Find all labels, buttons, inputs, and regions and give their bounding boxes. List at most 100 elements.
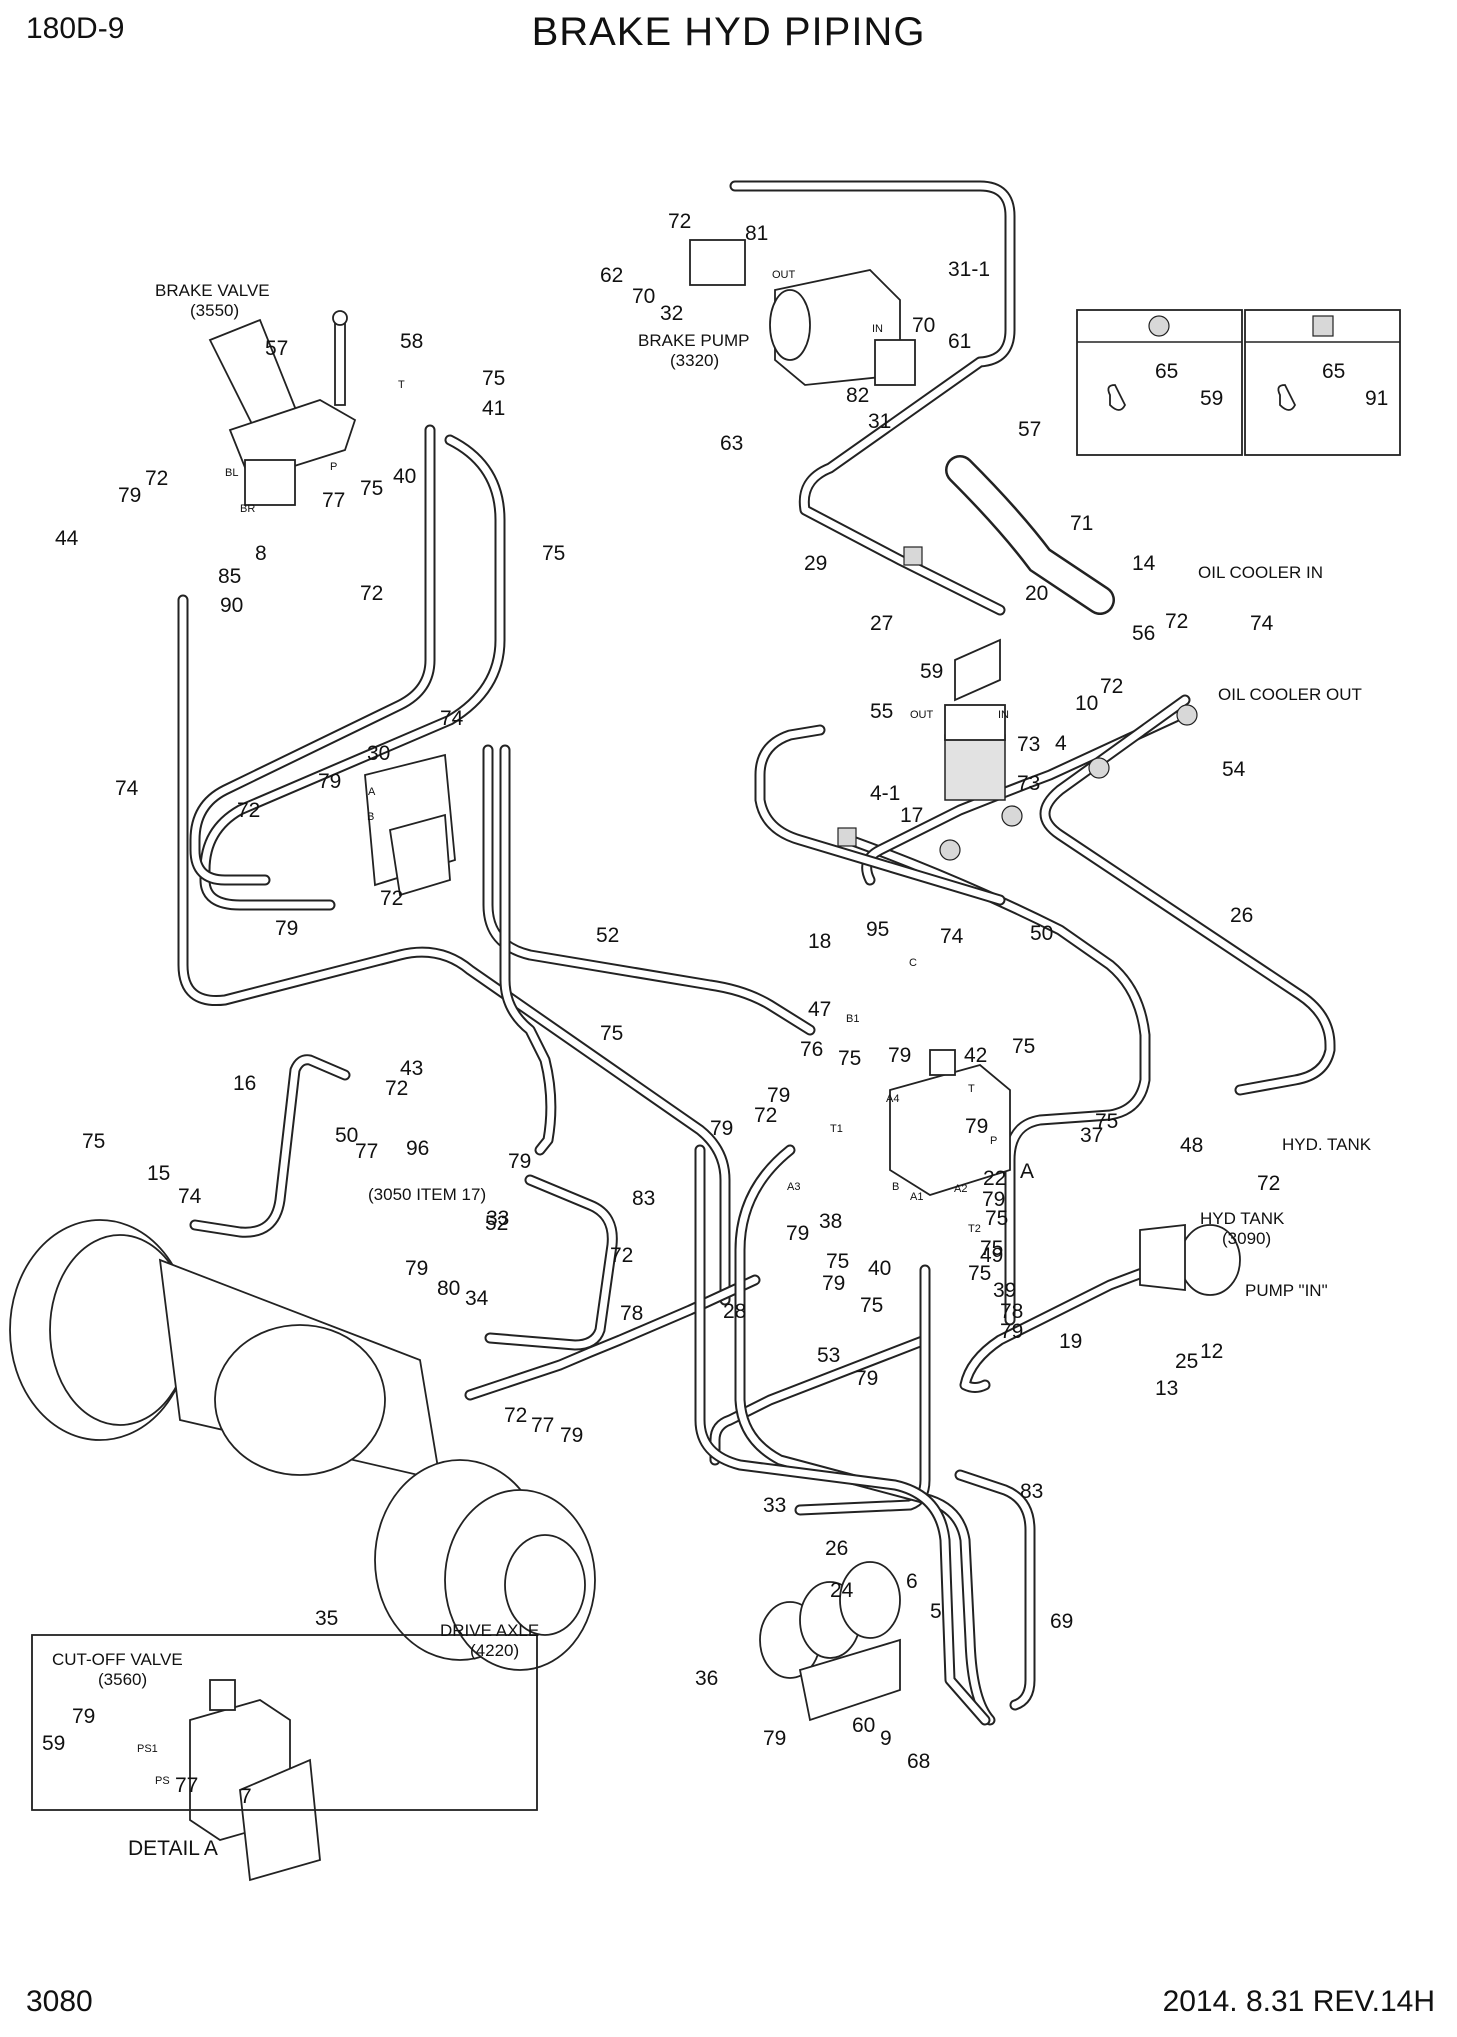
label-oil-cooler-in: OIL COOLER IN <box>1198 563 1323 582</box>
part-callout-72: 72 <box>668 210 691 233</box>
hatched-square-marker <box>1312 315 1334 337</box>
part-callout-15: 15 <box>147 1162 170 1185</box>
part-callout-79: 79 <box>72 1705 95 1728</box>
part-callout-73: 73 <box>1017 772 1040 795</box>
part-callout-70: 70 <box>632 285 655 308</box>
part-callout-57: 57 <box>265 337 288 360</box>
part-callout-40: 40 <box>393 465 416 488</box>
accumulator-bank <box>759 1561 901 1722</box>
part-callout-4-1: 4-1 <box>870 782 900 805</box>
part-callout-72: 72 <box>1257 1172 1280 1195</box>
label-oil-cooler-out: OIL COOLER OUT <box>1218 685 1362 704</box>
part-callout-13: 13 <box>1155 1377 1178 1400</box>
part-callout-79: 79 <box>710 1117 733 1140</box>
part-callout-74: 74 <box>440 707 464 730</box>
part-callout-50: 50 <box>1030 922 1053 945</box>
part-callout-59: 59 <box>42 1732 65 1755</box>
port-label: B1 <box>846 1013 859 1025</box>
part-callout-79: 79 <box>822 1272 845 1295</box>
port-label-group: OUT IN IN OUT T P BL BR A B B1 C A4 T T1… <box>137 269 1009 1787</box>
port-label: B <box>367 811 374 823</box>
port-label: IN <box>872 323 883 335</box>
port-label: P <box>330 461 337 473</box>
part-callout-27: 27 <box>870 612 893 635</box>
part-callout-69: 69 <box>1050 1610 1073 1633</box>
port-label: A3 <box>787 1181 800 1193</box>
part-callout-33: 33 <box>486 1207 509 1230</box>
manifold-plate <box>364 753 456 897</box>
part-callout-37: 37 <box>1080 1124 1103 1147</box>
drive-axle <box>9 1219 596 1671</box>
port-label: T <box>968 1083 975 1095</box>
part-callout-11: 11 <box>0 0 22 5</box>
port-label: B <box>892 1181 899 1193</box>
part-callout-17: 17 <box>900 804 923 827</box>
part-callout-33: 33 <box>763 1494 786 1517</box>
part-callout-75: 75 <box>1012 1035 1035 1058</box>
part-callout-79: 79 <box>888 1044 911 1067</box>
part-callout-28: 28 <box>723 1300 746 1323</box>
legend-part: 59 <box>1200 387 1223 410</box>
part-callout-72: 72 <box>360 582 383 605</box>
label-brake-pump: BRAKE PUMP <box>638 331 749 350</box>
dotted-circle-marker <box>1148 315 1170 337</box>
part-callout-39: 39 <box>993 1279 1016 1302</box>
part-callout-29: 29 <box>804 552 827 575</box>
brake-pump <box>689 239 916 386</box>
part-callout-12: 12 <box>1200 1340 1223 1363</box>
port-label: C <box>909 957 917 969</box>
part-callout-72: 72 <box>1165 610 1188 633</box>
part-callout-79: 79 <box>855 1367 878 1390</box>
part-callout-75: 75 <box>1095 1110 1118 1133</box>
part-callout-63: 63 <box>720 432 743 455</box>
clip-markers <box>837 546 1198 861</box>
page-title: BRAKE HYD PIPING <box>531 10 926 54</box>
part-callout-31-1: 31-1 <box>948 258 990 281</box>
part-callout-41: 41 <box>482 397 505 420</box>
part-callout-72: 72 <box>237 799 260 822</box>
part-callout-6: 6 <box>906 1570 918 1593</box>
label-pump-in: PUMP "IN" <box>1245 1281 1328 1300</box>
part-callout-76: 76 <box>800 1038 823 1061</box>
part-callout-54: 54 <box>1222 758 1246 781</box>
part-callout-26: 26 <box>825 1537 848 1560</box>
hyd-tank <box>1139 1223 1241 1296</box>
part-callout-75: 75 <box>826 1250 849 1273</box>
revision-info: 2014. 8.31 REV.14H <box>1162 1985 1435 2018</box>
part-callout-70: 70 <box>912 314 935 337</box>
label-cut-off-valve-ref: (3560) <box>98 1670 147 1689</box>
port-label: BR <box>240 503 255 515</box>
part-callout-79: 79 <box>560 1424 583 1447</box>
part-callout-96: 96 <box>406 1137 429 1160</box>
part-callout-75: 75 <box>542 542 565 565</box>
part-callout-75: 75 <box>360 477 383 500</box>
port-label: A2 <box>954 1183 967 1195</box>
port-label: T1 <box>830 1123 843 1135</box>
part-callout-79: 79 <box>786 1222 809 1245</box>
pipe-network <box>177 180 1336 1726</box>
part-callout-60: 60 <box>852 1714 875 1737</box>
part-callout-9: 9 <box>880 1727 892 1750</box>
part-callout-43: 43 <box>400 1057 423 1080</box>
port-label: IN <box>998 709 1009 721</box>
label-hyd-tank-ref: (3090) <box>1222 1229 1271 1248</box>
main-valve-block <box>889 1049 1011 1196</box>
legend-box <box>1076 309 1401 456</box>
part-callout-20: 20 <box>1025 582 1048 605</box>
part-callout-52: 52 <box>596 924 619 947</box>
port-label: A1 <box>910 1191 923 1203</box>
part-callout-77: 77 <box>322 489 345 512</box>
part-callout-74: 74 <box>115 777 139 800</box>
label-brake-valve-ref: (3550) <box>190 301 239 320</box>
part-callout-82: 82 <box>846 384 869 407</box>
part-callout-31: 31 <box>868 410 891 433</box>
part-callout-79: 79 <box>982 1188 1005 1211</box>
port-label: P <box>990 1135 997 1147</box>
components <box>9 239 1401 1882</box>
part-callout-34: 34 <box>465 1287 489 1310</box>
part-callout-79: 79 <box>118 484 141 507</box>
part-callout-62: 62 <box>600 264 623 287</box>
part-callout-4: 4 <box>1055 732 1067 755</box>
